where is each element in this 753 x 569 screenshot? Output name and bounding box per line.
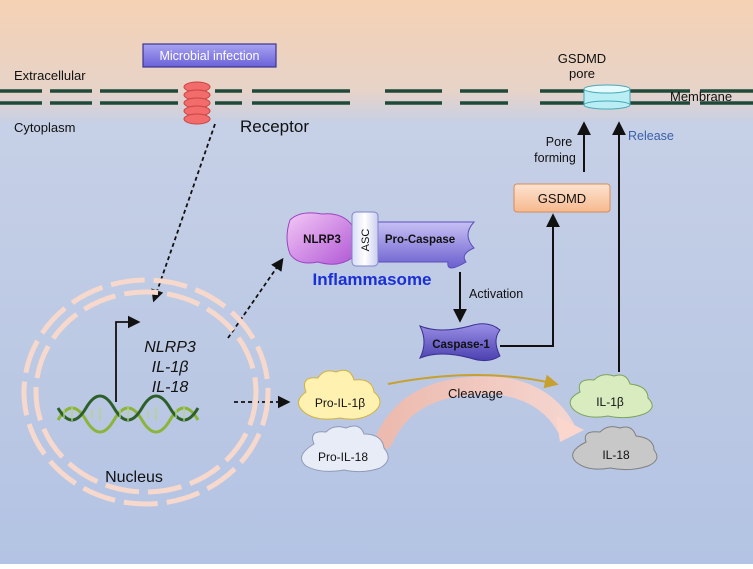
receptor-icon [183, 81, 211, 125]
pro-il18-label: Pro-IL-18 [318, 450, 368, 464]
pro-il1b-molecule: Pro-IL-1β [298, 369, 381, 420]
gsdmd-label: GSDMD [538, 191, 586, 206]
extracellular-label: Extracellular [14, 68, 86, 83]
receptor-to-nucleus-arrow [151, 123, 216, 303]
cleavage-arrow-head [556, 416, 584, 442]
inflammasome-complex: NLRP3 ASC Pro-Caspase [286, 211, 476, 269]
gene-nlrp3-label: NLRP3 [144, 339, 196, 356]
gene-il1b-label: IL-1β [152, 359, 189, 376]
receptor-label: Receptor [240, 117, 309, 136]
caspase1-shape: Caspase-1 [418, 323, 501, 362]
gene-il18-label: IL-18 [152, 379, 189, 396]
pro-il18-molecule: Pro-IL-18 [301, 425, 389, 473]
pro-caspase-shape [377, 221, 476, 269]
nucleus-label: Nucleus [105, 469, 163, 486]
release-label: Release [628, 129, 674, 143]
gsdmd-pore-icon [583, 84, 631, 110]
gsdmd-pore-label-line2: pore [569, 66, 595, 81]
cleavage-arrow-band [375, 376, 575, 449]
cell-membrane [0, 89, 753, 105]
membrane-label: Membrane [670, 89, 732, 104]
activation-label: Activation [469, 287, 523, 301]
pro-il1b-label: Pro-IL-1β [315, 396, 365, 410]
nlrp3-complex-label: NLRP3 [303, 234, 341, 246]
pore-forming-label-line1: Pore [546, 135, 572, 149]
asc-label: ASC [360, 229, 372, 252]
pore-forming-label-line2: forming [534, 151, 576, 165]
dna-helix-icon [56, 394, 200, 434]
microbial-infection-label: Microbial infection [159, 49, 259, 63]
gene-to-inflammasome-arrow [227, 257, 284, 339]
il1b-cleavage-line [387, 374, 559, 389]
asc-shape [351, 211, 379, 267]
nlrp3-shape [286, 212, 353, 265]
il18-label: IL-18 [602, 448, 630, 462]
cytoplasm-label: Cytoplasm [14, 120, 75, 135]
cleavage-label: Cleavage [448, 386, 503, 401]
nucleus-envelope [21, 277, 271, 507]
il18-molecule: IL-18 [572, 426, 658, 471]
caspase1-label: Caspase-1 [432, 339, 490, 351]
gsdmd-pore-label-line1: GSDMD [558, 51, 606, 66]
inflammasome-label: Inflammasome [312, 270, 431, 289]
il1b-label: IL-1β [596, 395, 624, 409]
microbial-infection-box: Microbial infection [142, 43, 277, 68]
pro-caspase-label: Pro-Caspase [385, 234, 455, 246]
il1b-molecule: IL-1β [569, 374, 653, 419]
transcription-arrow [115, 315, 141, 402]
caspase1-to-gsdmd-arrow [500, 213, 560, 347]
gsdmd-box: GSDMD [513, 183, 611, 213]
